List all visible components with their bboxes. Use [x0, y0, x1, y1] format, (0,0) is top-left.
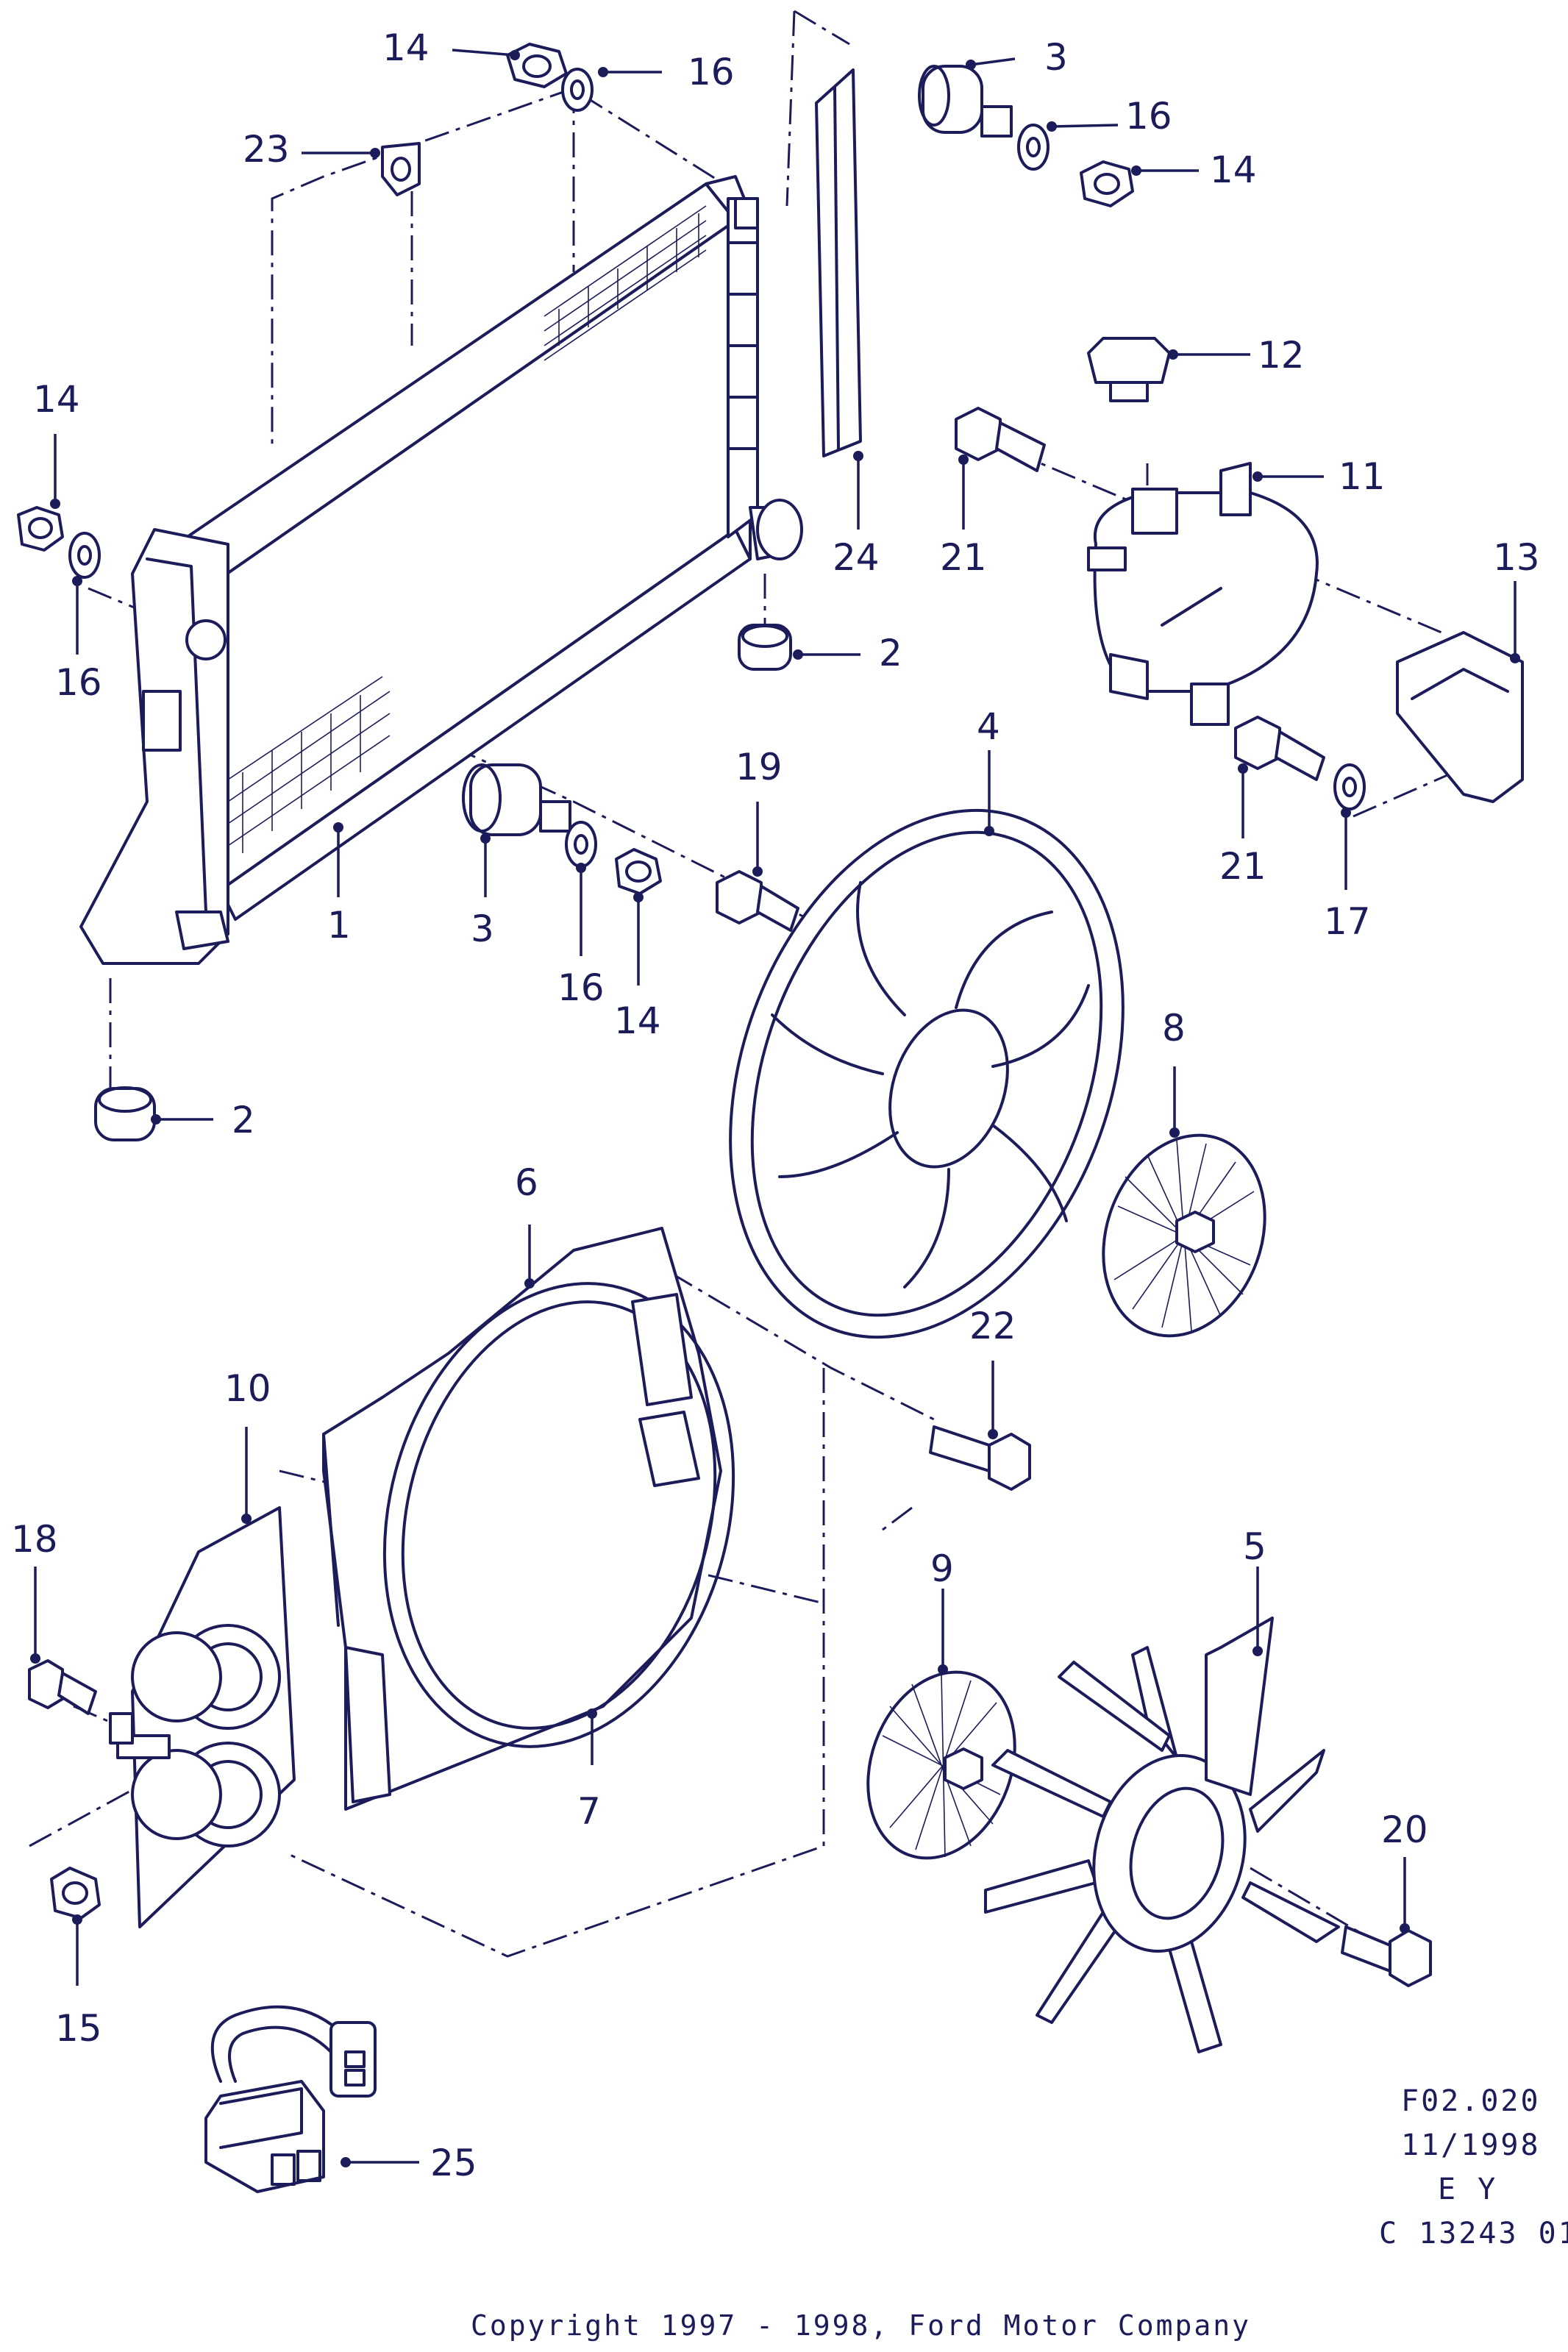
- drawing-code: F02.020: [1401, 2084, 1541, 2118]
- radiator-core-mesh-bottom: [227, 676, 391, 853]
- callout-17: 17: [1324, 900, 1371, 943]
- callout-19: 19: [735, 746, 783, 788]
- callout-24: 24: [833, 536, 880, 579]
- copyright-notice: Copyright 1997 - 1998, Ford Motor Compan…: [471, 2309, 1251, 2342]
- fan-shroud-ring-4: [729, 808, 1125, 1339]
- callout-22: 22: [969, 1305, 1016, 1347]
- callout-11: 11: [1339, 455, 1386, 498]
- radiator: [79, 175, 803, 965]
- drawing-initials: E Y: [1438, 2173, 1497, 2206]
- viscous-coupling-9: [866, 1670, 1016, 1860]
- expansion-tank: [1087, 462, 1319, 726]
- callout-3-middle: 3: [471, 908, 494, 950]
- callout-12: 12: [1258, 334, 1305, 377]
- callout-8: 8: [1162, 1007, 1186, 1050]
- bolt-21-lower: [1234, 716, 1325, 781]
- cap-12: [1087, 337, 1171, 402]
- callout-25: 25: [430, 2142, 477, 2184]
- callout-7: 7: [577, 1790, 601, 1833]
- callout-2-lower: 2: [232, 1099, 255, 1141]
- drawing-date: 11/1998: [1401, 2128, 1541, 2162]
- bolt-20: [1341, 1925, 1432, 1987]
- bracket-13: [1396, 631, 1524, 803]
- radiator-seal-strip: [815, 68, 862, 457]
- fan-resistor-25: [204, 2005, 377, 2193]
- callout-14-top: 14: [382, 26, 430, 69]
- insulator-middle: [462, 763, 571, 836]
- callout-21-lower: 21: [1219, 845, 1266, 888]
- nut-15: [50, 1867, 101, 1920]
- nut-middle: [615, 848, 662, 895]
- radiator-core-mesh-top: [544, 205, 707, 361]
- washer-17: [1333, 763, 1366, 810]
- bolt-22: [929, 1425, 1031, 1491]
- washer-top-center: [561, 68, 594, 112]
- viscous-coupling-8: [1102, 1133, 1266, 1338]
- callout-2-upper: 2: [879, 632, 902, 674]
- callout-4: 4: [977, 705, 1000, 748]
- callout-16-left: 16: [55, 661, 102, 704]
- insulator-top: [918, 65, 1013, 138]
- callout-16-top-right: 16: [1125, 95, 1172, 138]
- washer-middle: [565, 821, 597, 868]
- right-tank-ribs: [727, 241, 759, 450]
- drawing-reference: C 13243 01: [1379, 2217, 1568, 2251]
- callout-15: 15: [55, 2007, 102, 2050]
- insulator-lower-left: [94, 1086, 156, 1141]
- callout-3-top: 3: [1044, 36, 1068, 79]
- callout-9: 9: [930, 1547, 954, 1590]
- callouts: 14 16 23 3 16 14 12 11 13 14 16 24: [11, 26, 1540, 2184]
- callout-16-middle: 16: [557, 966, 605, 1009]
- callout-18: 18: [11, 1518, 58, 1561]
- engine-fan-5: [984, 1617, 1340, 2053]
- bolt-18: [28, 1659, 97, 1715]
- fan-shroud-6-7: [322, 1227, 735, 1811]
- callout-1: 1: [327, 904, 351, 947]
- electric-fan-10: [109, 1506, 296, 1928]
- insulator-lower-right: [738, 624, 792, 671]
- callout-14-top-right: 14: [1210, 149, 1257, 191]
- bolt-21-upper: [955, 407, 1046, 472]
- washer-left: [68, 532, 101, 579]
- clip-23: [381, 142, 421, 196]
- callout-13: 13: [1493, 536, 1540, 579]
- drawing-info-block: F02.020 11/1998 E Y C 13243 01: [1379, 2084, 1568, 2251]
- callout-14-middle: 14: [614, 999, 661, 1042]
- nut-top-right: [1080, 160, 1134, 207]
- callout-14-left: 14: [33, 378, 80, 421]
- callout-6: 6: [515, 1161, 538, 1204]
- nut-top-center: [506, 43, 568, 88]
- callout-23: 23: [243, 128, 290, 171]
- callout-20: 20: [1381, 1808, 1428, 1851]
- nut-left: [17, 506, 64, 552]
- bolt-19: [716, 870, 799, 932]
- callout-21-upper: 21: [940, 536, 987, 579]
- callout-16-top: 16: [688, 51, 735, 93]
- callout-5: 5: [1243, 1525, 1266, 1568]
- callout-10: 10: [224, 1367, 271, 1410]
- washer-top-right: [1017, 124, 1050, 171]
